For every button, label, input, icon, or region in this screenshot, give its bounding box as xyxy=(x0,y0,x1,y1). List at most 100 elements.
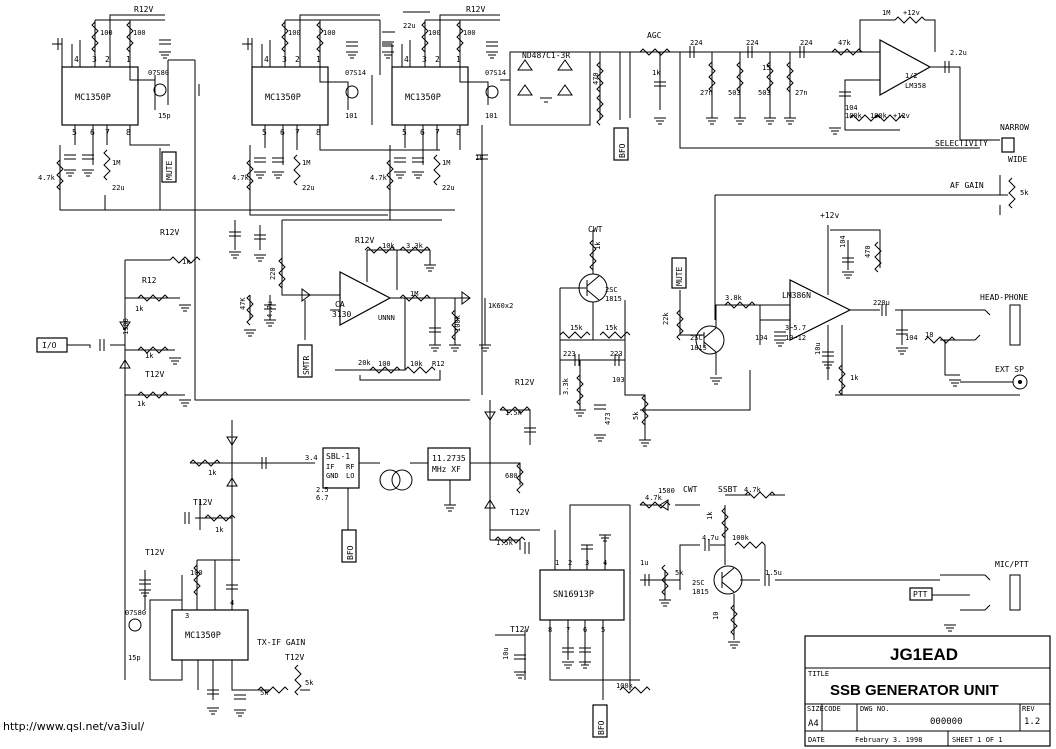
io-label: I/O xyxy=(42,341,57,350)
ic2-label: MC1350P xyxy=(265,93,301,103)
tb-date-label: DATE xyxy=(808,736,825,744)
r-100k-a: 100k xyxy=(845,112,863,120)
tr-07s14-a: 07S14 xyxy=(345,69,366,77)
tx-path-wiring xyxy=(184,400,540,600)
source-url[interactable]: http://www.qsl.net/va3iul/ xyxy=(3,720,145,733)
tb-title-label: TITLE xyxy=(808,670,829,678)
r100-d: 100 xyxy=(323,29,336,37)
tb-author: JG1EAD xyxy=(890,645,958,664)
af-filter-wiring xyxy=(629,16,980,149)
r-100k-agc: 100k xyxy=(454,314,462,332)
agc-label: AGC xyxy=(647,31,662,40)
r-1k5-a: 1.5k xyxy=(505,409,523,417)
product-detector xyxy=(517,51,680,126)
tb-sheet: SHEET 1 OF 1 xyxy=(952,736,1003,744)
t12v-xf: T12V xyxy=(510,508,529,517)
t12v-sn: T12V xyxy=(510,625,529,634)
mixer-if: IF xyxy=(326,463,334,471)
tb-title: SSB GENERATOR UNIT xyxy=(830,682,999,699)
r-5k-afgain: 5k xyxy=(1020,189,1029,197)
ic-mc1350p-2: MC1350P xyxy=(251,66,329,126)
t12v-ic4: T12V xyxy=(145,548,164,557)
q1-label: 2SC xyxy=(605,286,618,294)
r-1k-mic: 1k xyxy=(706,511,714,520)
ic-mc1350p-3: MC1350P xyxy=(391,66,469,126)
c-104-out: 104 xyxy=(905,334,918,342)
bfo-box-2 xyxy=(341,529,357,563)
r-1k-left4: 1k xyxy=(137,400,146,408)
svg-text:4: 4 xyxy=(404,55,409,64)
cwt-label-2: CWT xyxy=(588,225,603,234)
r-20k: 20k xyxy=(358,359,371,367)
gain-a: 3~5.7 xyxy=(785,324,806,332)
c-22u-b: 22u xyxy=(302,184,315,192)
r-1k-sm: 1k xyxy=(594,241,602,250)
c-223-a: 223 xyxy=(563,350,576,358)
r-22k: 22k xyxy=(662,312,670,325)
c-15: 15 xyxy=(762,64,770,72)
tb-date: February 3. 1998 xyxy=(855,736,922,744)
ptt-box xyxy=(909,587,933,601)
diode-label: 1K60x2 xyxy=(488,302,513,310)
c-101-b: 101 xyxy=(485,112,498,120)
r-100k-b: 100k xyxy=(870,112,888,120)
r100-b: 100 xyxy=(133,29,146,37)
q3-label-b: 1815 xyxy=(692,588,709,596)
r-1m-a: 1M xyxy=(112,159,120,167)
r-4k7-mic: 4.7k xyxy=(744,486,762,494)
svg-text:8: 8 xyxy=(126,128,131,137)
narrow-label: NARROW xyxy=(1000,123,1029,132)
tx-if-wiring xyxy=(124,559,310,717)
smtr-box xyxy=(297,344,313,378)
r100-c: 100 xyxy=(288,29,301,37)
ic-mc1350p-4: MC1350P xyxy=(171,609,249,661)
r100-a: 100 xyxy=(100,29,113,37)
r-4k7-b: 4.7k xyxy=(232,174,250,182)
ic4-pin-1: 3 xyxy=(185,612,189,620)
t12v-tx: T12V xyxy=(193,498,212,507)
ca3130-label-b: 3130 xyxy=(332,310,351,319)
crystal-filter xyxy=(427,447,471,481)
mixer-pins: 3.4 xyxy=(305,454,318,462)
extsp-label: EXT SP xyxy=(995,365,1024,374)
c-220u: 220u xyxy=(873,299,890,307)
mixer-pins-c: 6.7 xyxy=(316,494,329,502)
c-1588-cw: 1500 xyxy=(658,487,675,495)
sn-pin-4: 4 xyxy=(603,559,607,567)
tr-switch xyxy=(37,256,201,680)
q2-label: 2SC xyxy=(690,334,703,342)
t12v-txif: T12V xyxy=(285,653,304,662)
micptt-label: MIC/PTT xyxy=(995,560,1029,569)
c-503-a: 503 xyxy=(728,89,741,97)
c-27n-a: 27n xyxy=(700,89,713,97)
svg-text:2: 2 xyxy=(435,55,440,64)
r-47k: 47k xyxy=(838,39,851,47)
c-101-a: 101 xyxy=(345,112,358,120)
bfo-box-3 xyxy=(592,704,608,738)
wide-label: WIDE xyxy=(1008,155,1027,164)
svg-text:1: 1 xyxy=(316,55,321,64)
c-4u7-mic: 4.7u xyxy=(702,534,719,542)
c-1u: 1u xyxy=(640,559,648,567)
xf-label-2: MHz XF xyxy=(432,465,461,474)
v12-lm358b: +12v xyxy=(893,112,910,120)
lm386-label: LM386N xyxy=(782,291,811,300)
lm358-opamp xyxy=(828,38,1000,141)
r-4k7-cw: 4.7k xyxy=(645,494,663,502)
tr-07s14-b: 07S14 xyxy=(485,69,506,77)
selectivity-switch[interactable] xyxy=(1001,137,1015,153)
r-1m-fb: 1M xyxy=(882,9,890,17)
lm386-amp xyxy=(676,225,1020,396)
r-4k7-c: 4.7k xyxy=(370,174,388,182)
c-470-386: 470 xyxy=(864,245,872,258)
tb-code-label: CODE xyxy=(824,705,841,713)
r-1k-left3: 1k xyxy=(145,352,154,360)
c-1u5: 1.5u xyxy=(765,569,782,577)
c-104-386: 104 xyxy=(755,334,768,342)
sn-pin-8: 8 xyxy=(548,626,552,634)
smtr-label: SMTR xyxy=(302,356,311,375)
r-1k5-b: 1.5k xyxy=(496,539,514,547)
c-27n-b: 27n xyxy=(795,89,808,97)
c-10u-386: 10u xyxy=(814,342,822,355)
bal-label: SN16913P xyxy=(553,590,594,600)
